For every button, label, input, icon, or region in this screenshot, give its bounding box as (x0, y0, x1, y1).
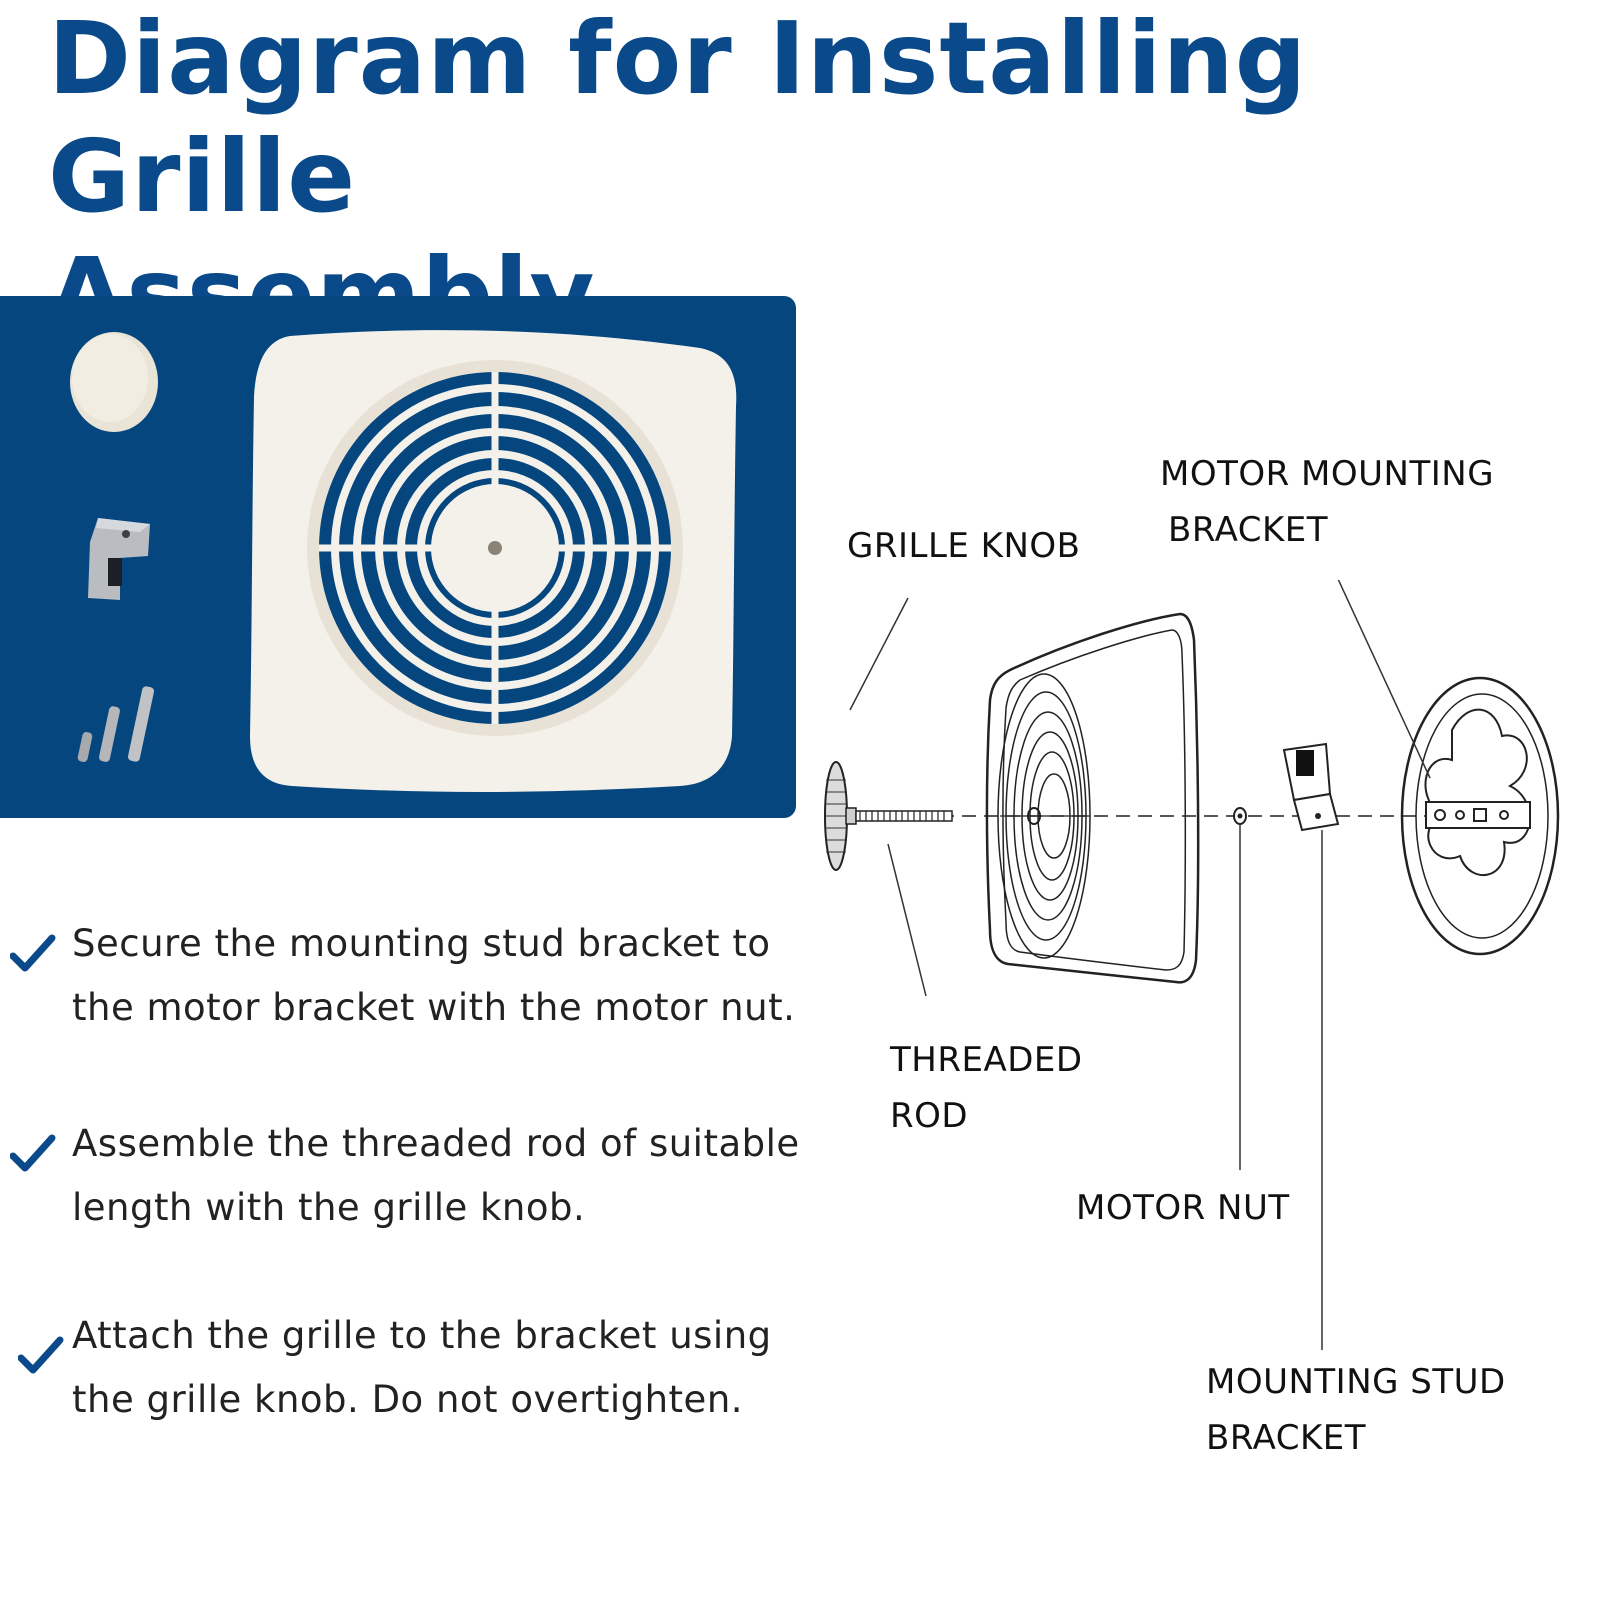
mounting-stud-bracket-drawing (1282, 742, 1340, 832)
grille-image (250, 330, 737, 792)
threaded-studs-image (77, 686, 155, 762)
step-line-2: the motor bracket with the motor nut. (72, 986, 796, 1029)
checkmark-icon (18, 1336, 64, 1374)
grille-knob-drawing (824, 761, 857, 871)
step-text: Secure the mounting stud bracket to the … (72, 912, 842, 1040)
mounting-bracket-image (88, 518, 150, 600)
motor-assembly-drawing (1400, 676, 1560, 956)
step-line-2: length with the grille knob. (72, 1186, 586, 1229)
motor-nut-drawing (1233, 807, 1247, 825)
grille-knob-cap-image (70, 332, 158, 432)
page-title: Diagram for Installing Grille Assembly (48, 0, 1548, 354)
leader-lines (849, 580, 1431, 1350)
threaded-rod-drawing (855, 810, 953, 822)
exploded-assembly-diagram (824, 580, 1560, 1350)
product-photo-panel (0, 296, 796, 818)
checkmark-icon (10, 1134, 56, 1172)
step-line-1: Assemble the threaded rod of suitable (72, 1122, 800, 1165)
step-line-1: Secure the mounting stud bracket to (72, 922, 771, 965)
title-line-1: Diagram for Installing Grille (48, 0, 1308, 235)
label-threaded-rod: THREADED ROD (890, 1040, 1083, 1136)
label-mounting-stud-bracket: MOUNTING STUD BRACKET (1206, 1362, 1506, 1458)
step-line-1: Attach the grille to the bracket using (72, 1314, 772, 1357)
checkmark-icon (10, 934, 56, 972)
step-text: Attach the grille to the bracket using t… (72, 1304, 842, 1432)
label-grille-knob: GRILLE KNOB (847, 526, 1081, 566)
product-photo (70, 330, 737, 792)
label-motor-nut: MOTOR NUT (1076, 1188, 1290, 1228)
label-motor-mounting-bracket: MOTOR MOUNTING BRACKET (1160, 454, 1495, 550)
step-line-2: the grille knob. Do not overtighten. (72, 1378, 744, 1421)
step-text: Assemble the threaded rod of suitable le… (72, 1112, 842, 1240)
grille-drawing (985, 612, 1200, 984)
